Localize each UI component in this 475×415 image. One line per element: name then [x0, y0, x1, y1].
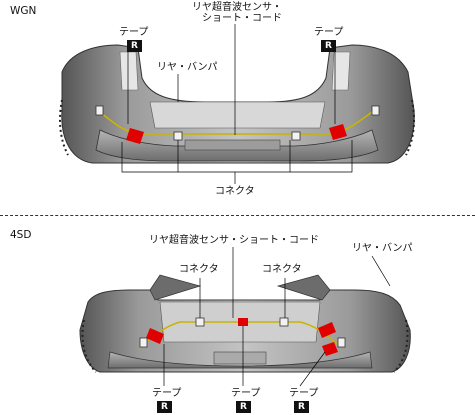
wgn-bumper-label: リヤ・バンパ — [157, 62, 218, 73]
sd4-connector-right-label: コネクタ — [262, 264, 302, 275]
sd4-connector-left-label: コネクタ — [179, 264, 219, 275]
sd4-leader-lines — [163, 247, 391, 387]
wgn-rear-bumper — [59, 44, 415, 164]
wgn-tape-right-badge: R — [321, 40, 336, 52]
wgn-tape-left-label: テープ — [119, 27, 149, 38]
wgn-connector-label: コネクタ — [215, 186, 255, 197]
wgn-leader-lines — [121, 24, 353, 184]
sd4-tape-left-label: テープ — [152, 388, 182, 399]
sd4-tape-right-badge: R — [294, 401, 309, 413]
wgn-sensor-cord-label-line1: リヤ超音波センサ・ — [192, 2, 282, 13]
sd4-bumper-label: リヤ・バンパ — [352, 243, 413, 254]
sd4-tape-marks — [146, 318, 338, 356]
wgn-sensor-cord-label-line2: ショート・コード — [202, 13, 282, 24]
wgn-tape-marks — [126, 124, 347, 144]
sd4-sensor-cord-label: リヤ超音波センサ・ショート・コード — [149, 235, 319, 246]
sd4-tape-right-label: テープ — [289, 388, 319, 399]
sd4-tape-left-badge: R — [157, 401, 172, 413]
sd4-tape-center-badge: R — [236, 401, 251, 413]
wgn-tape-right-label: テープ — [314, 27, 344, 38]
wgn-tape-left-badge: R — [127, 40, 142, 52]
sd4-section-title: 4SD — [10, 229, 32, 241]
section-divider — [0, 215, 475, 216]
wgn-section-title: WGN — [10, 5, 37, 17]
sd4-tape-center-label: テープ — [231, 388, 261, 399]
wgn-sensors — [95, 105, 380, 141]
